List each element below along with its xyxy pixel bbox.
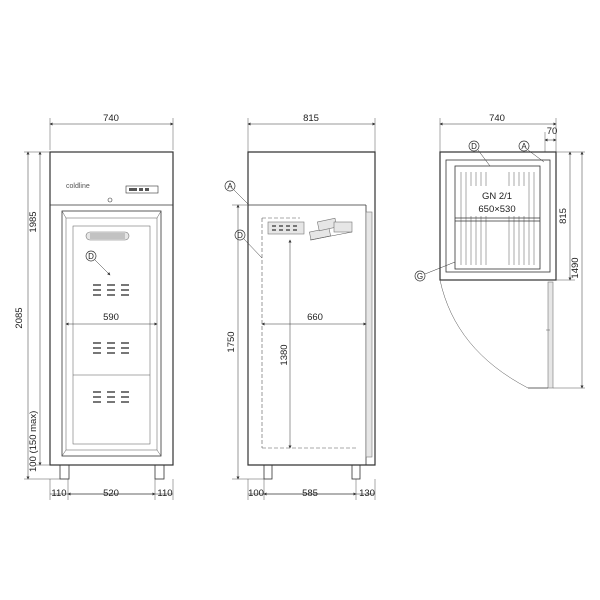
top-open-depth-label: 1490: [570, 257, 581, 278]
callout-g-top: [414, 270, 426, 282]
brand-logo: coldline: [66, 183, 90, 190]
side-evaporator: [267, 217, 353, 241]
vent-grille-bottom: [93, 391, 129, 403]
svg-text:A: A: [227, 182, 233, 191]
side-inner-height-label: 1380: [279, 344, 290, 365]
side-back-offset-label: 100: [248, 488, 264, 499]
front-foot-height-label: 100 (150 max): [28, 411, 39, 472]
side-inner-depth-label: 660: [307, 312, 323, 323]
svg-text:D: D: [88, 252, 94, 261]
svg-text:D: D: [237, 231, 243, 240]
front-width-label: 740: [103, 113, 119, 124]
front-body-height-label: 1985: [28, 211, 39, 232]
foot-left: [59, 464, 70, 480]
lock-icon: [107, 197, 113, 203]
side-depth-label: 815: [303, 113, 319, 124]
door-inner-width-label: 590: [103, 312, 119, 323]
glass-door: [61, 210, 162, 457]
vent-grille-top: [93, 284, 129, 296]
side-base-depth-label: 585: [302, 488, 318, 499]
gn-title: GN 2/1: [482, 191, 512, 202]
front-view: 740 coldline D: [14, 113, 174, 500]
side-view: 815 A D 660 1380: [224, 113, 376, 500]
side-height-label: 1750: [226, 331, 237, 352]
callout-d-top: [468, 140, 480, 152]
door-swing-arc: [439, 279, 529, 389]
svg-text:D: D: [471, 142, 477, 151]
front-door-width-label: 520: [103, 488, 119, 499]
top-view: 740 70 GN 2/1 650×530 D A G: [414, 113, 585, 389]
top-width-label: 740: [489, 113, 505, 124]
side-door-edge: [365, 211, 373, 458]
front-right-margin-label: 110: [157, 488, 172, 499]
side-door-offset-label: 130: [359, 488, 375, 499]
svg-text:G: G: [417, 272, 423, 281]
top-door-open: [547, 281, 554, 389]
vent-grille-middle: [93, 342, 129, 354]
callout-a-side: [224, 180, 236, 192]
foot-right: [154, 464, 165, 480]
top-door-gap-label: 70: [547, 126, 558, 137]
top-depth-label: 815: [558, 208, 569, 224]
gn-size: 650×530: [478, 204, 515, 215]
gn-rack-grid: [455, 172, 540, 265]
front-left-margin-label: 110: [51, 488, 66, 499]
svg-text:A: A: [521, 142, 527, 151]
callout-d-front: [85, 250, 97, 262]
front-total-height-label: 2085: [14, 307, 25, 328]
callout-a-top: [518, 140, 530, 152]
